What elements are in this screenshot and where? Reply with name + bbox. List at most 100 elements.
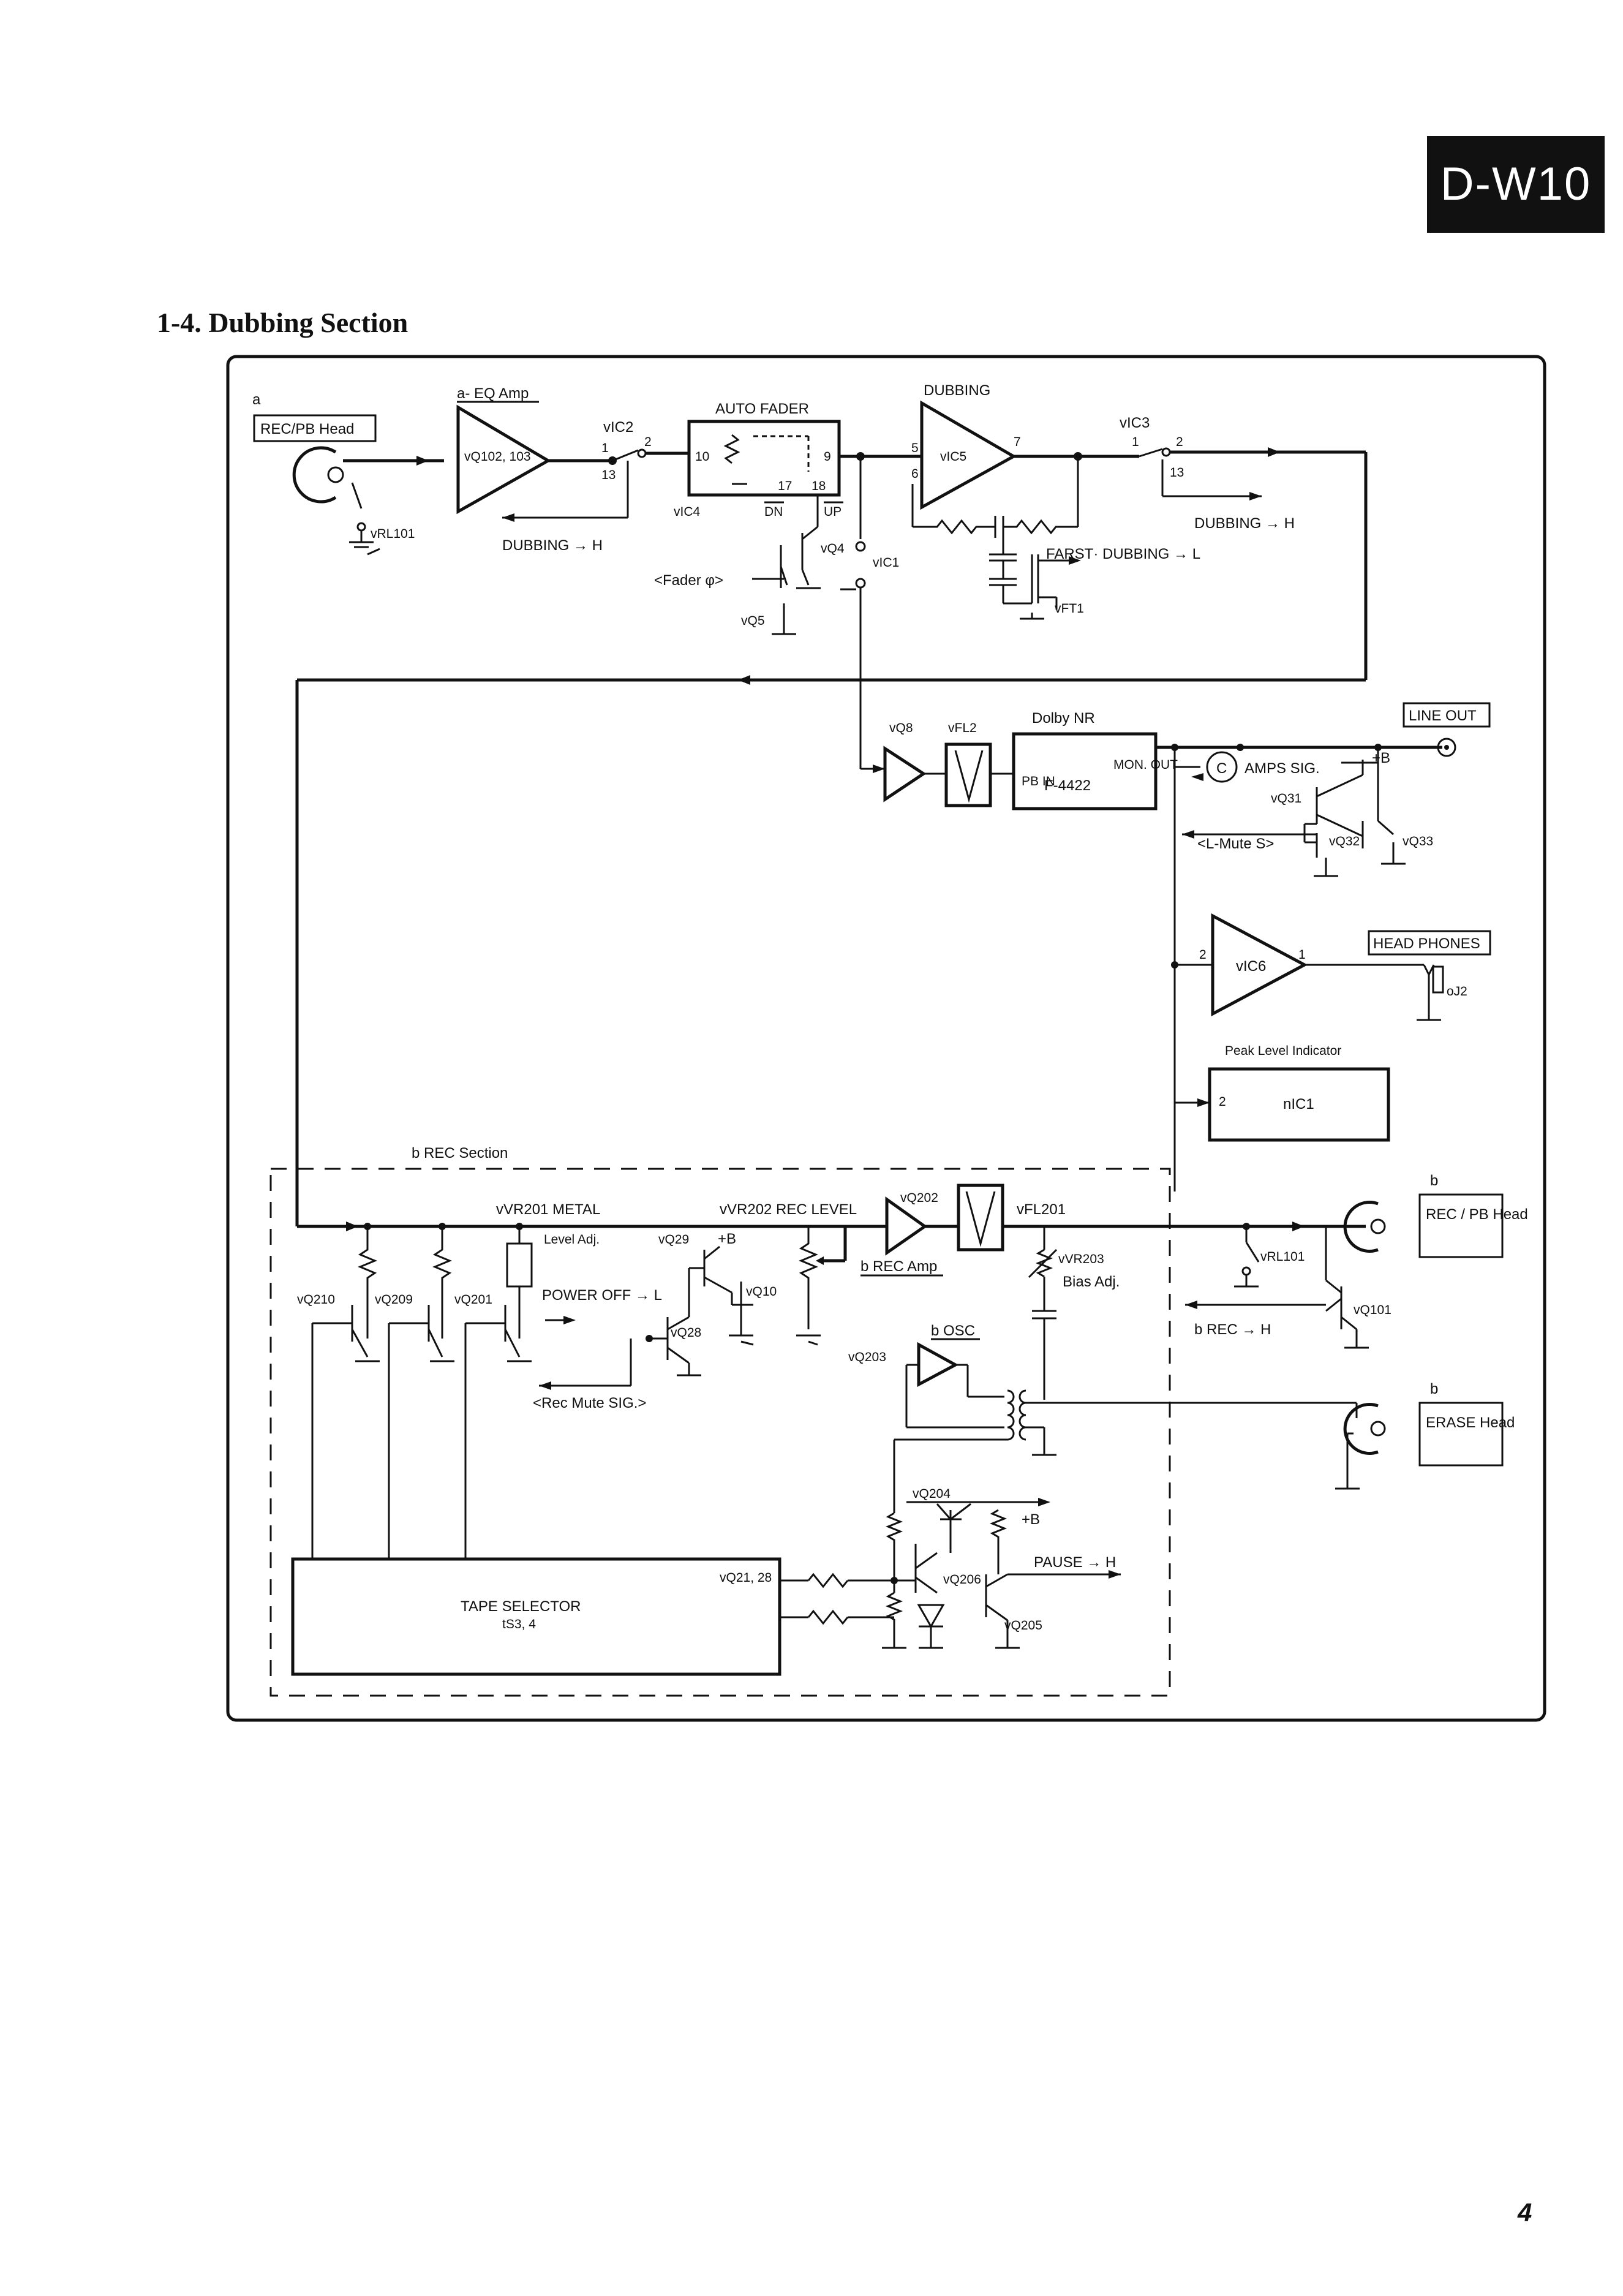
auto-fader-box	[687, 420, 841, 497]
dolby-title: Dolby NR	[1032, 710, 1095, 727]
page-number: 4	[1518, 2198, 1532, 2227]
head-phones-box	[1368, 930, 1491, 956]
peak-level-indicator-box	[1208, 1067, 1390, 1142]
fl2-filter-box	[944, 742, 992, 807]
ic6-pin1: 1	[1298, 948, 1306, 962]
dubbing-amp-pin7: 7	[1014, 435, 1021, 449]
vr203-pot	[1035, 1248, 1053, 1278]
dubbing-amp-pin6: 6	[911, 467, 919, 481]
dubbing-h-right: DUBBING → H	[1194, 515, 1295, 532]
eq-amp-symbol	[456, 404, 551, 515]
rec-h-label: b REC → H	[1194, 1321, 1271, 1338]
peak-pin: 2	[1219, 1095, 1226, 1109]
deck-a-vrl: vRL101	[371, 527, 415, 541]
dolby-mon-out: MON. OUT	[1113, 758, 1178, 772]
amps-sig-circle	[1206, 751, 1238, 783]
q206-label: vQ206	[943, 1573, 981, 1587]
fl201-filter-box	[957, 1184, 1004, 1252]
q210-label: vQ210	[297, 1293, 335, 1307]
ft1-label: vFT1	[1055, 602, 1084, 616]
headphone-jack-icon	[1423, 964, 1444, 994]
peak-ic-label: nIC1	[1283, 1096, 1314, 1112]
ground-symbols	[367, 483, 856, 1346]
level-adj-label: Level Adj.	[544, 1233, 600, 1247]
q31-plus-b: +B	[1372, 750, 1390, 766]
q5-label: vQ5	[741, 614, 765, 628]
bias-adj-label: Bias Adj.	[1063, 1274, 1120, 1290]
auto-fader-title: AUTO FADER	[715, 401, 809, 417]
model-tab: D-W10	[1427, 136, 1605, 233]
zener-diode-icon	[917, 1604, 945, 1629]
deck-b-head-box	[1418, 1193, 1504, 1258]
rec-section-title: b REC Section	[412, 1145, 508, 1161]
dubbing-amp-symbol	[920, 400, 1017, 510]
osc-transformer	[1007, 1389, 1026, 1441]
auto-fader-pin18: 18	[812, 479, 826, 493]
ic1-label: vIC1	[873, 556, 899, 570]
line-out-box	[1403, 702, 1491, 728]
auto-fader-dn: DN	[764, 505, 783, 519]
line-out-label: LINE OUT	[1409, 708, 1477, 724]
fader-label: <Fader φ>	[654, 572, 723, 589]
deck-b-erase-label: ERASE Head	[1426, 1414, 1515, 1431]
deck-a-head-label-box	[253, 414, 377, 442]
dubbing-amp-title: DUBBING	[924, 382, 990, 399]
eq-amp-title: a- EQ Amp	[457, 385, 529, 402]
q205-label: vQ205	[1004, 1618, 1042, 1633]
deck-b-erase-tag: b	[1430, 1381, 1438, 1397]
auto-fader-pin9: 9	[824, 450, 831, 464]
fl2-label: vFL2	[948, 721, 977, 735]
j2-label: oJ2	[1447, 984, 1467, 999]
q33-label: vQ33	[1403, 834, 1433, 848]
dolby-nr-box	[1012, 732, 1158, 810]
peak-title: Peak Level Indicator	[1225, 1044, 1341, 1058]
deck-b-erase-head-icon	[1343, 1403, 1386, 1455]
q201-label: vQ201	[454, 1293, 492, 1307]
auto-fader-pin17: 17	[778, 479, 792, 493]
rec-section-dashed-box	[269, 1168, 1171, 1697]
ic3-label: vIC3	[1120, 415, 1150, 431]
q8-buffer-symbol	[883, 746, 927, 802]
diagram-frame	[226, 355, 1546, 1722]
pause-label: PAUSE → H	[1034, 1554, 1116, 1571]
deck-a-head-label: REC/PB Head	[260, 421, 354, 437]
ic6-amp-symbol	[1211, 913, 1308, 1017]
ic2-pin2: 2	[644, 435, 652, 449]
eq-amp-ref: vQ102, 103	[464, 450, 531, 464]
amps-sig-circle-letter: C	[1216, 760, 1227, 777]
dubbing-amp-ic: vIC5	[940, 450, 966, 464]
rec-amp-symbol	[885, 1196, 928, 1256]
deck-a-head-icon	[292, 446, 344, 504]
q209-label: vQ209	[375, 1293, 413, 1307]
auto-fader-ic: vIC4	[674, 505, 701, 519]
ic2-label: vIC2	[603, 419, 633, 436]
ic2-pin1: 1	[601, 441, 609, 455]
auto-fader-pin10: 10	[695, 450, 709, 464]
q28-label: vQ28	[671, 1326, 701, 1340]
line-out-jack-icon	[1437, 738, 1456, 757]
deck-b-vrl: vRL101	[1260, 1250, 1305, 1264]
q21-label: vQ21, 28	[720, 1571, 772, 1585]
deck-b-head-label: REC / PB Head	[1426, 1206, 1528, 1223]
q204-plus-b: +B	[1022, 1511, 1040, 1528]
q204-label: vQ204	[913, 1487, 951, 1501]
deck-b-rec-tag: b	[1430, 1173, 1438, 1189]
q8-label: vQ8	[889, 721, 913, 735]
q4-label: vQ4	[821, 542, 845, 556]
amps-sig-label: AMPS SIG.	[1245, 760, 1320, 777]
osc-symbol	[917, 1342, 959, 1388]
fl201-label: vFL201	[1017, 1201, 1066, 1218]
farst-dubbing-label: FARST· DUBBING → L	[1046, 546, 1200, 562]
q29-plus-b: +B	[718, 1231, 736, 1247]
ic3-pin1: 1	[1132, 435, 1139, 449]
auto-fader-internal-resistor	[723, 434, 740, 464]
deck-b-erase-box	[1418, 1402, 1504, 1467]
ic6-label: vIC6	[1236, 958, 1266, 975]
rec-amp-label: b REC Amp	[860, 1258, 937, 1275]
deck-b-rec-head-icon	[1343, 1201, 1386, 1253]
q202-label: vQ202	[900, 1191, 938, 1205]
dubbing-amp-pin5: 5	[911, 441, 919, 455]
tape-selector-title: TAPE SELECTOR	[461, 1598, 581, 1615]
dolby-ref: F-4422	[1044, 777, 1091, 794]
